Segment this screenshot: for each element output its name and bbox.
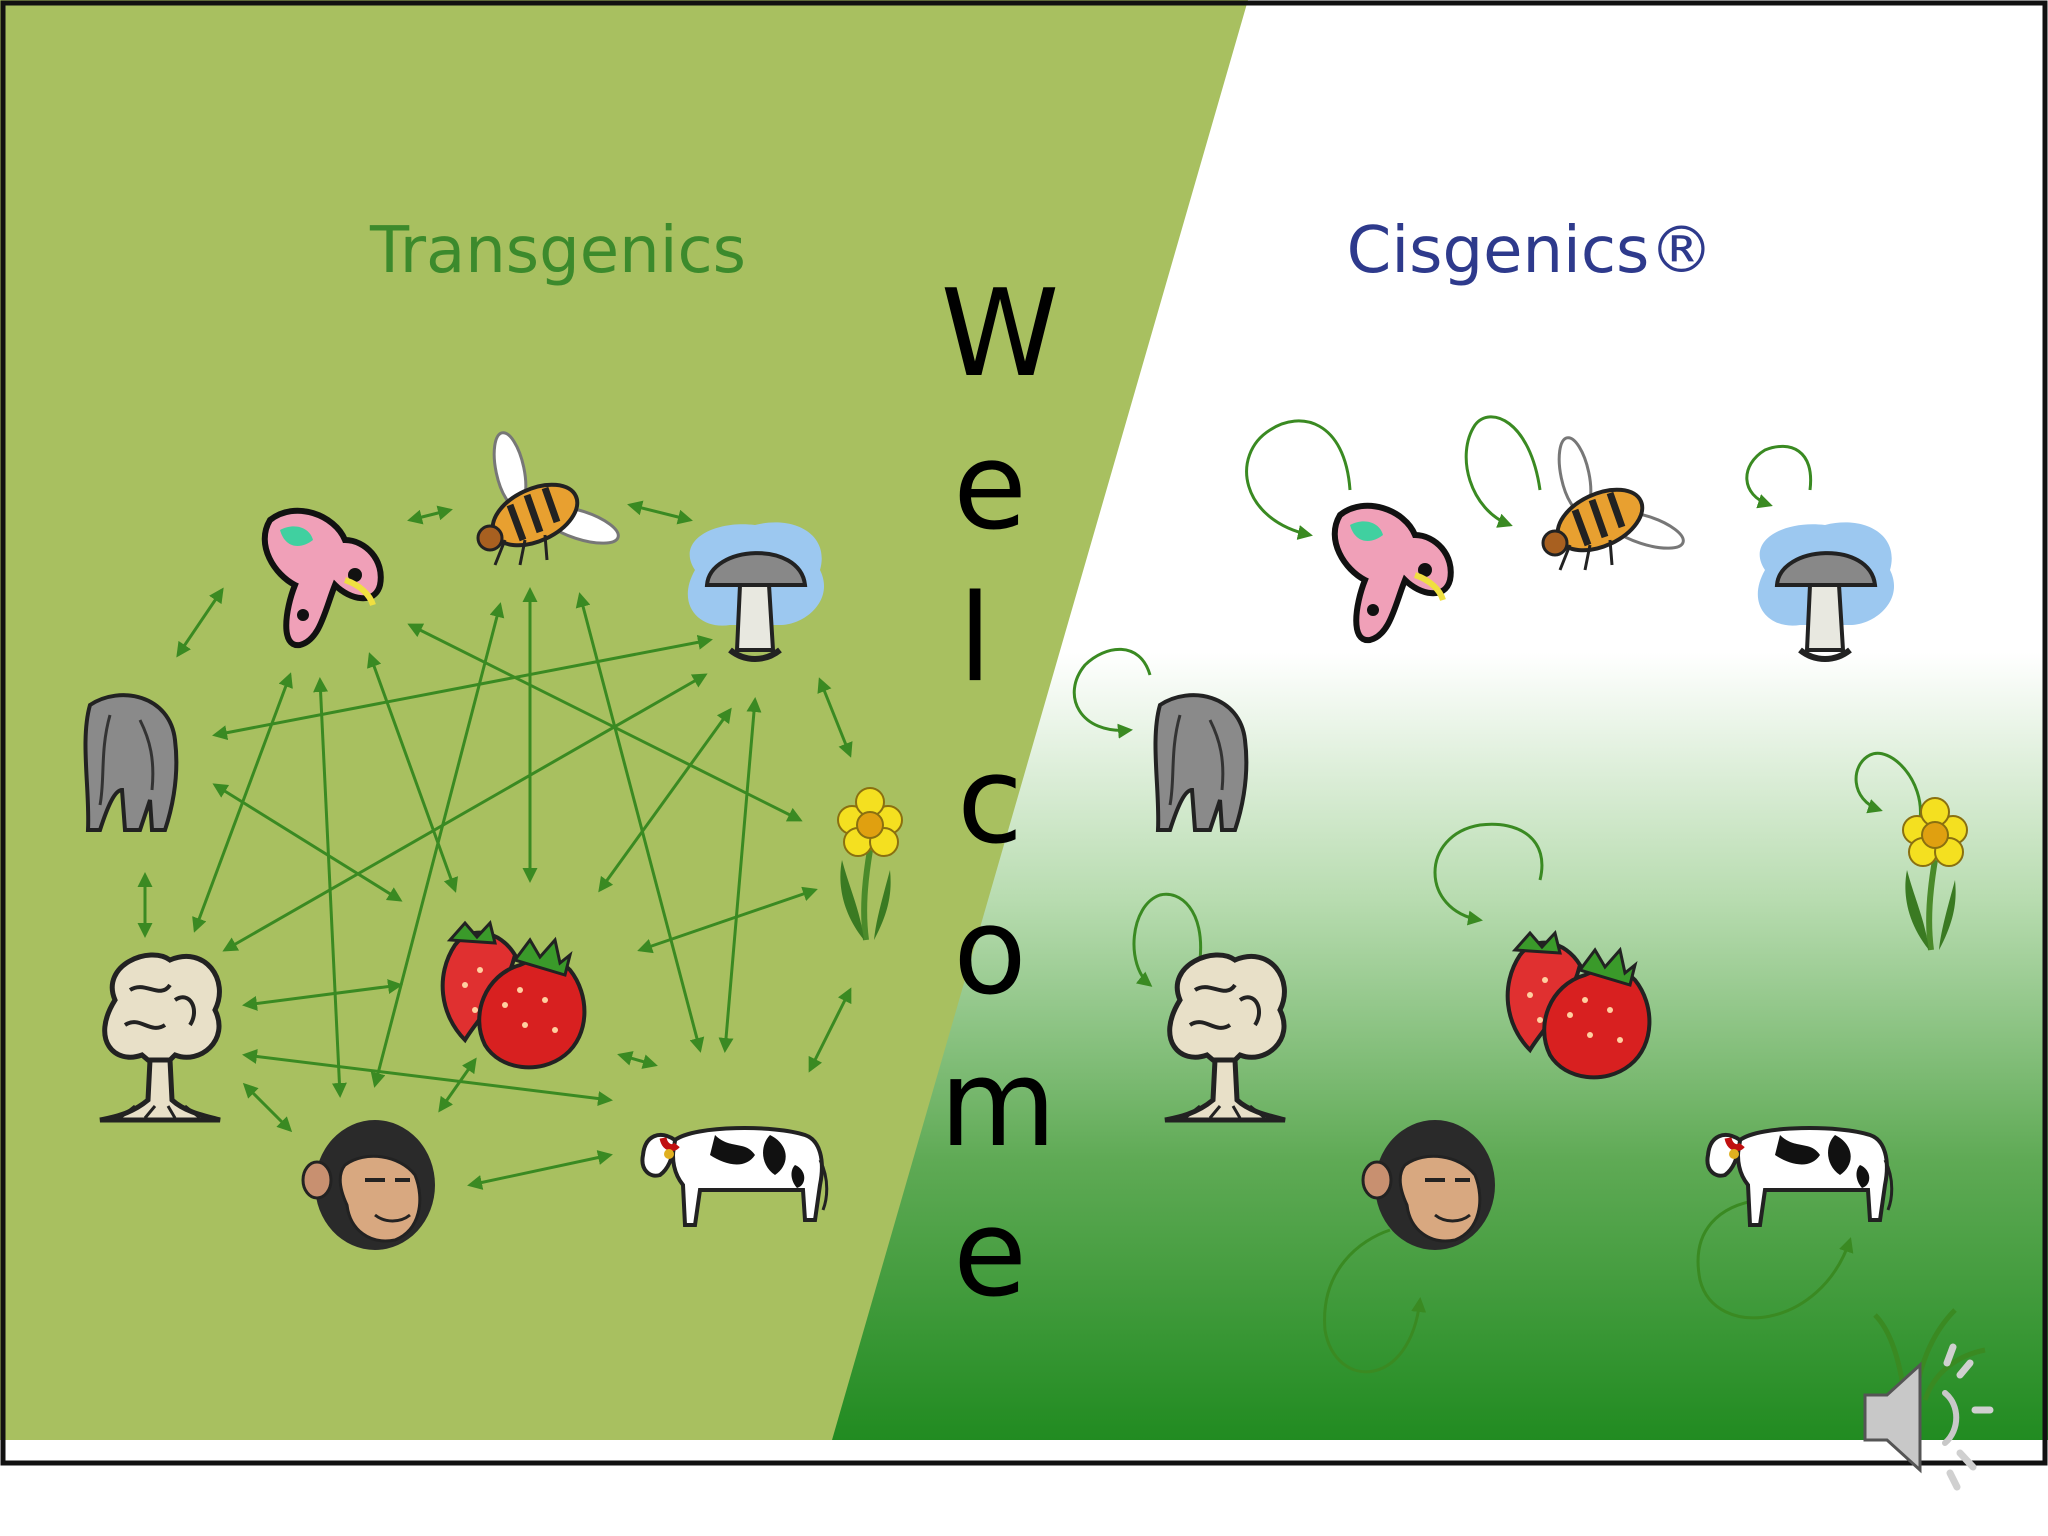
welcome-letter-m: m [940, 1035, 1057, 1174]
welcome-letter-l: l [958, 570, 991, 709]
transgenic-arrows [137, 500, 853, 1190]
welcome-letter-e1: e [953, 418, 1027, 557]
welcome-letter-e2: e [953, 1185, 1027, 1324]
cisgenic-loop-arrows [1072, 415, 1922, 1374]
welcome-letter-w: W [941, 265, 1060, 404]
welcome-text: W e l c o m e [940, 265, 1060, 1324]
cisgenics-title: Cisgenics® [1347, 214, 1714, 288]
slide-border [0, 0, 2048, 1466]
welcome-letter-c: c [957, 732, 1023, 871]
speaker-icon[interactable] [1863, 1343, 1994, 1491]
welcome-letter-o: o [953, 883, 1026, 1022]
elephant-icon [83, 693, 179, 832]
transgenics-title: Transgenics [369, 214, 746, 288]
elephant-icon [1153, 693, 1249, 832]
